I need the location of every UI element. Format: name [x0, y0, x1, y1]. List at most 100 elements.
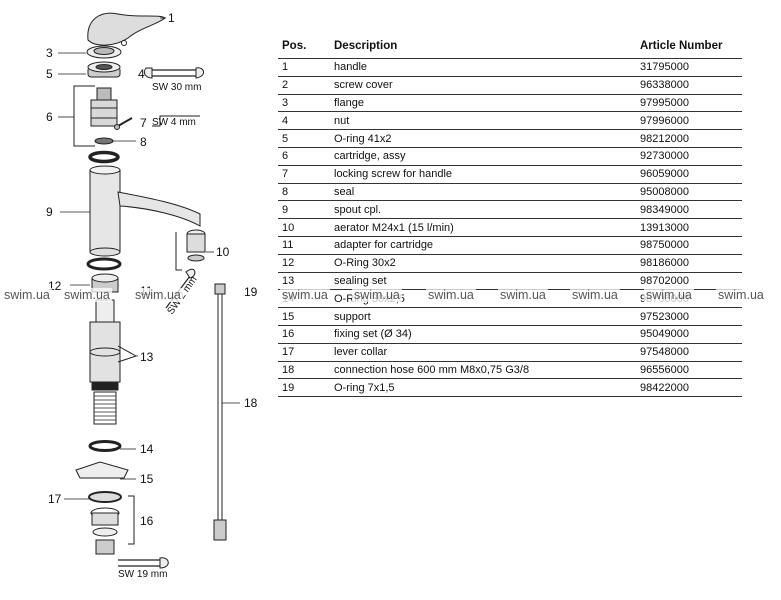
cell-pos: 4 — [278, 111, 330, 131]
cell-description: O-ring 41x2 — [330, 129, 636, 148]
cell-pos: 13 — [278, 272, 330, 291]
cell-pos: 14 — [278, 289, 330, 309]
flange-part — [86, 45, 122, 59]
col-header-pos: Pos. — [278, 38, 330, 59]
callout-5: 5 — [46, 67, 53, 81]
cell-article: 97995000 — [636, 94, 742, 113]
cell-pos: 10 — [278, 218, 330, 237]
cell-article: 97523000 — [636, 307, 742, 326]
cell-pos: 18 — [278, 361, 330, 380]
cell-pos: 5 — [278, 129, 330, 148]
wrench-sw19-icon — [118, 557, 169, 569]
callout-7: 7 — [140, 116, 147, 130]
cell-article: 98186000 — [636, 254, 742, 273]
cell-article: 96338000 — [636, 76, 742, 95]
cell-article: 97548000 — [636, 343, 742, 362]
cell-pos: 12 — [278, 254, 330, 273]
fixing-set-part — [90, 495, 135, 555]
callout-9: 9 — [46, 205, 53, 219]
cell-article: 98702000 — [636, 272, 742, 291]
callout-1: 1 — [168, 11, 175, 25]
cell-pos: 3 — [278, 94, 330, 113]
callout-14: 14 — [140, 442, 154, 456]
cell-description: O-Ring 30x2,5 — [330, 289, 636, 309]
o-ring-14-part — [88, 440, 122, 452]
cell-pos: 19 — [278, 378, 330, 398]
callout-17: 17 — [48, 492, 62, 506]
cell-pos: 16 — [278, 325, 330, 344]
cell-description: O-Ring 30x2 — [330, 254, 636, 273]
cell-article: 97996000 — [636, 111, 742, 131]
cell-pos: 17 — [278, 343, 330, 362]
callout-15: 15 — [140, 472, 154, 486]
cell-article: 13913000 — [636, 218, 742, 237]
cell-article: 98422000 — [636, 378, 742, 398]
cell-description: locking screw for handle — [330, 165, 636, 184]
callout-3: 3 — [46, 46, 53, 60]
o-ring-12-part — [86, 257, 122, 271]
seal-part — [94, 137, 114, 145]
cell-pos: 8 — [278, 183, 330, 202]
locking-screw-part — [114, 117, 133, 130]
cell-article: 31795000 — [636, 58, 742, 77]
cartridge-part — [73, 85, 118, 147]
table-header-row: Pos. Description Article Number — [278, 38, 742, 59]
cell-description: sealing set — [330, 272, 636, 291]
cell-description: nut — [330, 111, 636, 131]
cell-article: 98212000 — [636, 129, 742, 148]
cell-article: 98750000 — [636, 236, 742, 255]
o-ring-part — [88, 150, 120, 164]
cell-pos: 7 — [278, 165, 330, 184]
callout-8: 8 — [140, 135, 147, 149]
callout-19: 19 — [244, 285, 258, 299]
callout-10: 10 — [216, 245, 230, 259]
callout-11: 11 — [140, 284, 153, 298]
aerator-part — [175, 229, 206, 271]
cell-description: aerator M24x1 (15 l/min) — [330, 218, 636, 237]
callout-4: 4 — [138, 67, 145, 81]
handle-part — [87, 12, 166, 46]
callout-13: 13 — [140, 350, 154, 364]
cell-description: cartridge, assy — [330, 147, 636, 166]
cell-pos: 11 — [278, 236, 330, 255]
cell-pos: 1 — [278, 58, 330, 77]
threaded-rod-part — [93, 391, 117, 425]
nut-part — [87, 61, 121, 78]
callout-18: 18 — [244, 396, 258, 410]
cell-description: support — [330, 307, 636, 326]
cell-article: 96059000 — [636, 165, 742, 184]
connection-hose-part — [213, 283, 227, 541]
callout-6: 6 — [46, 110, 53, 124]
cell-description: connection hose 600 mm M8x0,75 G3/8 — [330, 361, 636, 380]
cell-article: 98706000 — [636, 289, 742, 309]
cell-description: seal — [330, 183, 636, 202]
support-part — [75, 461, 129, 479]
callout-16: 16 — [140, 514, 154, 528]
spout-part — [89, 165, 201, 257]
sealing-set-part — [89, 299, 137, 391]
col-header-article: Article Number — [636, 38, 742, 59]
cell-article: 96556000 — [636, 361, 742, 380]
adapter-part — [91, 273, 119, 293]
wrench-label-sw30: SW 30 mm — [152, 82, 201, 93]
cell-description: lever collar — [330, 343, 636, 362]
